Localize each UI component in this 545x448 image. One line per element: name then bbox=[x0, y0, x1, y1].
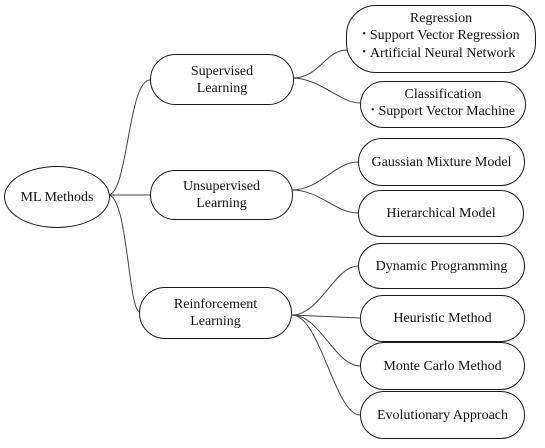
leaf-label: Gaussian Mixture Model bbox=[371, 154, 512, 170]
connector-supervised-classification bbox=[291, 77, 361, 104]
leaf-label: Hierarchical Model bbox=[386, 206, 496, 221]
connector-root-reinforcement bbox=[107, 194, 141, 313]
category-label-line2: Learning bbox=[196, 196, 247, 211]
connector-supervised-regression bbox=[291, 49, 348, 79]
list-item: •Support Vector Machine bbox=[370, 104, 516, 119]
leaf-label: Evolutionary Approach bbox=[376, 407, 509, 423]
leaf-node-evolutionary: Evolutionary Approach bbox=[360, 391, 525, 439]
connector-reinforcement-montecarlo bbox=[291, 314, 361, 367]
connector-reinforcement-evolutionary bbox=[291, 314, 361, 416]
connector-root-supervised bbox=[107, 79, 151, 196]
leaf-label: Monte Carlo Method bbox=[383, 358, 502, 374]
connector-unsupervised-gaussian bbox=[291, 161, 359, 191]
category-label-line2: Learning bbox=[196, 80, 248, 96]
category-node-supervised: Supervised Learning bbox=[150, 54, 294, 105]
group-node-regression: Regression •Support Vector Regression •A… bbox=[346, 5, 536, 73]
category-label-line1: Supervised bbox=[190, 63, 254, 79]
leaf-node-gaussian-mixture: Gaussian Mixture Model bbox=[358, 138, 525, 186]
category-node-unsupervised: Unsupervised Learning bbox=[150, 170, 293, 220]
category-node-reinforcement: Reinforcement Learning bbox=[139, 287, 292, 339]
connector-unsupervised-hierarchical bbox=[291, 189, 359, 214]
leaf-node-hierarchical: Hierarchical Model bbox=[358, 190, 524, 237]
group-items-regression: •Support Vector Regression •Artificial N… bbox=[362, 27, 519, 63]
leaf-node-dynamic-programming: Dynamic Programming bbox=[358, 243, 525, 289]
leaf-node-heuristic: Heuristic Method bbox=[360, 295, 525, 342]
root-node: ML Methods bbox=[4, 166, 110, 228]
group-node-classification: Classification •Support Vector Machine bbox=[360, 81, 526, 128]
group-heading-regression: Regression bbox=[409, 11, 473, 26]
group-heading-classification: Classification bbox=[404, 87, 482, 102]
leaf-node-monte-carlo: Monte Carlo Method bbox=[360, 342, 525, 390]
connector-reinforcement-dynamic bbox=[291, 265, 359, 316]
list-item: •Support Vector Regression bbox=[362, 28, 520, 43]
root-label: ML Methods bbox=[20, 189, 94, 205]
group-items-classification: •Support Vector Machine bbox=[371, 103, 515, 121]
list-item: •Artificial Neural Network bbox=[362, 46, 516, 61]
connector-reinforcement-heuristic bbox=[291, 314, 361, 319]
category-label-line1: Reinforcement bbox=[173, 297, 258, 312]
category-label-line1: Unsupervised bbox=[183, 179, 260, 194]
category-label-line2: Learning bbox=[190, 314, 241, 329]
leaf-label: Heuristic Method bbox=[393, 311, 492, 326]
leaf-label: Dynamic Programming bbox=[375, 258, 508, 274]
